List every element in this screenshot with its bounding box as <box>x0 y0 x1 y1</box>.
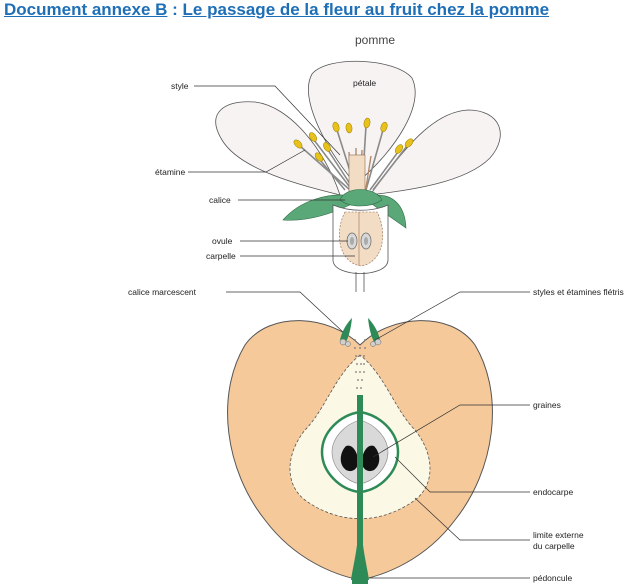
flower: pétale <box>155 60 501 292</box>
label-calice-marcescent: calice marcescent <box>128 287 197 297</box>
sepal-right <box>371 194 407 229</box>
document-title: Document annexe B : Le passage de la fle… <box>4 0 549 20</box>
label-petale: pétale <box>353 78 376 88</box>
seed-right <box>361 445 380 472</box>
label-carpelle: carpelle <box>206 251 236 261</box>
label-calice: calice <box>209 195 231 205</box>
label-limite-line1: limite externe <box>533 530 584 540</box>
calyx-lobe-left <box>340 318 352 342</box>
pedoncule <box>352 576 368 584</box>
document-title-separator: : <box>167 0 183 19</box>
label-style: style <box>171 81 189 91</box>
withered-stamens <box>339 338 382 347</box>
ovule-left-core <box>350 237 354 245</box>
label-styles-etamines: styles et étamines flétris <box>533 287 624 297</box>
core-channel-dots <box>354 339 366 389</box>
fruit: calice marcescent styles et étamines flé… <box>128 287 624 584</box>
document-title-prefix: Document annexe B <box>4 0 168 19</box>
label-graines: graines <box>533 400 561 410</box>
ovule-right-core <box>364 237 368 245</box>
document-title-text: Le passage de la fleur au fruit chez la … <box>182 0 550 19</box>
central-stem <box>351 395 369 580</box>
label-etamine: étamine <box>155 167 186 177</box>
left-petal <box>215 101 341 196</box>
style-column <box>348 154 366 196</box>
label-limite-line2: du carpelle <box>533 541 575 551</box>
diagram-title: pomme <box>355 33 395 47</box>
calyx-lobe-right <box>368 318 380 342</box>
label-endocarpe: endocarpe <box>533 487 573 497</box>
seed-left <box>340 445 359 472</box>
sepal-center <box>339 189 383 207</box>
fruit-leader-lines <box>226 291 530 579</box>
label-ovule: ovule <box>212 236 233 246</box>
label-pedoncule: pédoncule <box>533 573 573 583</box>
flower-pedicel <box>355 272 365 292</box>
anthers <box>293 117 414 162</box>
flower-leader-lines <box>188 85 355 257</box>
